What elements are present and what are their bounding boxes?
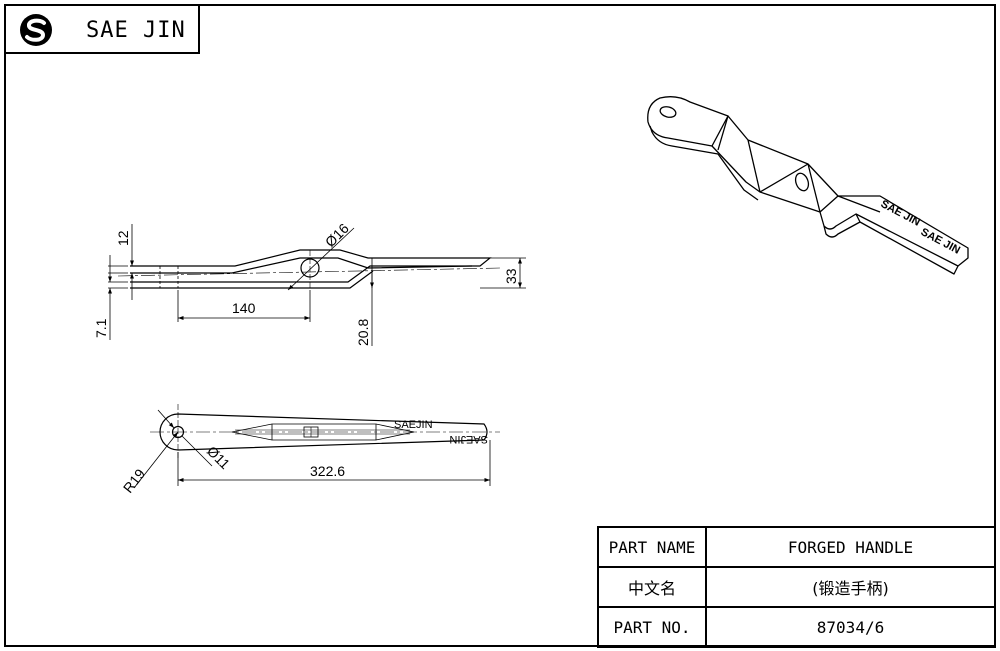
part-name-value: FORGED HANDLE: [705, 526, 996, 568]
title-row-part-no: PART NO. 87034/6: [597, 606, 996, 648]
chinese-name-value: (锻造手柄): [705, 566, 996, 608]
side-view-dimensions: [108, 224, 526, 346]
title-row-part-name: PART NAME FORGED HANDLE: [597, 526, 996, 568]
iso-center-hole: [794, 172, 810, 192]
title-row-chinese-name: 中文名 (锻造手柄): [597, 566, 996, 608]
iso-engraving-1: SAE JIN: [879, 198, 922, 229]
dim-20-8: 20.8: [355, 319, 371, 346]
side-view-lower-outline: [130, 257, 473, 274]
dim-12: 12: [115, 230, 131, 246]
title-block: PART NAME FORGED HANDLE 中文名 (锻造手柄) PART …: [597, 526, 996, 648]
logo-box: SAE JIN: [4, 4, 200, 54]
brand-name: SAE JIN: [86, 18, 186, 43]
side-view-bottom-outline: [130, 270, 374, 289]
side-view-upper-outline: [130, 249, 492, 283]
iso-eye-hole: [659, 106, 677, 118]
part-name-label: PART NAME: [597, 526, 707, 568]
dim-diameter-16: Ø16: [322, 220, 352, 250]
dim-radius-19: R19: [120, 466, 149, 496]
part-no-value: 87034/6: [705, 606, 996, 648]
engraving-saejin: SAEJIN: [394, 419, 433, 431]
dim-33: 33: [503, 268, 519, 284]
top-view-dimensions: [133, 409, 491, 489]
sae-jin-logo-icon: [20, 14, 52, 46]
dim-diameter-11: Ø11: [204, 443, 233, 472]
engraving-saejin-mirrored: SAEJIN: [449, 433, 488, 445]
part-no-label: PART NO.: [597, 606, 707, 648]
isometric-view: [647, 96, 969, 275]
chinese-name-label: 中文名: [597, 566, 707, 608]
iso-engraving-2: SAE JIN: [919, 226, 962, 257]
dim-322-6: 322.6: [310, 463, 345, 479]
dim-140: 140: [232, 300, 256, 316]
dim-7-1: 7.1: [93, 318, 109, 338]
side-view: [117, 249, 501, 290]
top-view: [150, 404, 500, 460]
top-view-outline: [159, 413, 488, 451]
